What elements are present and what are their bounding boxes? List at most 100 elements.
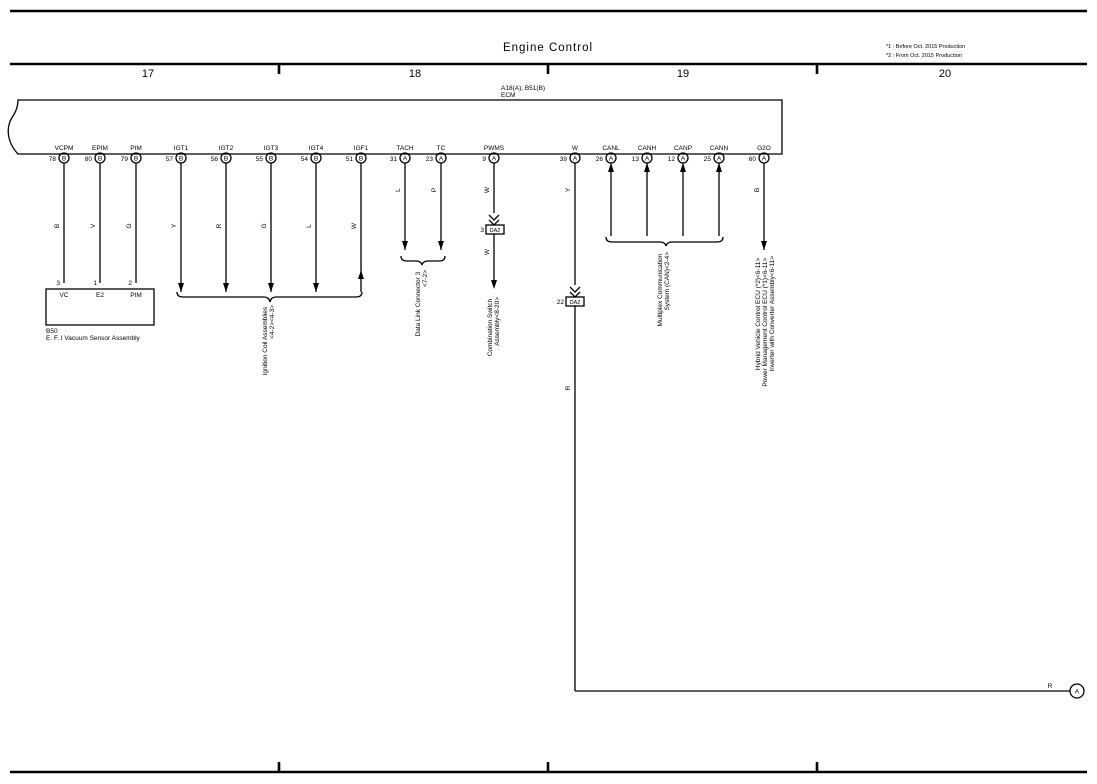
dlc-bracket	[400, 255, 446, 266]
ecm-code: A18(A), B51(B)	[501, 85, 545, 92]
ecm-pin-number: 78	[49, 156, 57, 163]
column-ticks	[277, 64, 819, 772]
vacuum-sensor-box	[45, 288, 155, 326]
ecm-pin-number: 25	[704, 156, 712, 163]
ecm-pin-number: 55	[256, 156, 264, 163]
dlc-dest-line-2: <7-2>	[422, 270, 429, 287]
column-number-18: 18	[409, 68, 421, 80]
ecm-pin-number: 79	[121, 156, 129, 163]
ecm-pin-name: W	[572, 145, 579, 152]
dlc-dest-label: Data Link Connector 3 <7-2>	[415, 270, 429, 337]
column-number-19: 19	[677, 68, 689, 80]
ecm-pin-name: IGT4	[309, 145, 324, 152]
ecm-pin-name: CANP	[674, 145, 692, 152]
sensor-pin-name-pim: PIM	[130, 292, 142, 299]
sensor-pin-num-pim: 2	[128, 280, 132, 287]
ecm-pin-number: 12	[668, 156, 676, 163]
ecm-pin-name: IGT2	[219, 145, 234, 152]
sensor-pin-name-e2: E2	[96, 292, 104, 299]
production-note-1: *1 : Before Oct. 2015 Production	[886, 44, 965, 50]
column-number-20: 20	[939, 68, 951, 80]
vacuum-sensor-code: B50	[46, 328, 58, 335]
da2-upper-splice: DA2 3 W	[480, 214, 505, 289]
ecm-pin-name: PWMS	[484, 145, 505, 152]
arrow-head	[223, 283, 229, 292]
multiplex-dest-label: Multiplex Communication System (CAN)<2-4…	[657, 252, 671, 327]
arrow-head	[608, 163, 614, 172]
ecm-pin-number: 39	[560, 156, 568, 163]
wire-color: P	[431, 188, 438, 192]
ecm-pin-number: 51	[346, 156, 354, 163]
offpage-wire-color: R	[1048, 683, 1053, 690]
ecm-pin-canh: CANH 13 A	[632, 145, 657, 236]
ecm-pin-connector: A	[645, 155, 650, 162]
ecm-pin-name: IGT1	[174, 145, 189, 152]
ecm-pin-connector: B	[98, 155, 102, 162]
ecm-pin-name: IGT3	[264, 145, 279, 152]
ecm-pin-name: CANH	[638, 145, 657, 152]
da2-upper-wire-below: W	[484, 248, 491, 255]
ecm-pin-number: 31	[390, 156, 398, 163]
ecm-pin-number: 54	[301, 156, 309, 163]
arrow-head	[268, 283, 274, 292]
arrow-head	[644, 163, 650, 172]
vacuum-sensor-name: E. F. I Vacuum Sensor Assembly	[46, 335, 141, 342]
ecm-pin-number: 13	[632, 156, 640, 163]
combination-dest-line-1: Combination Switch	[487, 298, 494, 356]
ignition-bracket	[176, 291, 363, 303]
ecm-pin-number: 60	[749, 156, 757, 163]
ecm-pin-number: 9	[482, 156, 486, 163]
multiplex-bracket	[605, 236, 724, 247]
arrow-head	[761, 241, 767, 250]
wire-color: W	[484, 186, 491, 193]
wire-color: R	[216, 223, 223, 228]
ecm-pin-name: PIM	[130, 145, 142, 152]
sensor-pin-name-vc: VC	[59, 292, 68, 299]
hybrid-dest-label: Hybrid Vehicle Control ECU (*2)<6-11> Po…	[755, 256, 776, 387]
da2-upper-label: DA2	[490, 228, 501, 234]
ecm-pin-name: CANL	[602, 145, 620, 152]
hybrid-dest-line-1: Hybrid Vehicle Control ECU (*2)<6-11>	[755, 258, 762, 370]
arrow-head	[402, 241, 408, 250]
ecm-pin-name: CANN	[710, 145, 729, 152]
ignition-dest-line-2: <4-2><4-3>	[269, 305, 276, 339]
da2-upper-pin: 3	[480, 227, 484, 234]
offpage-ref: A	[1075, 689, 1080, 696]
multiplex-dest-line-2: System (CAN)<2-4>	[664, 252, 671, 311]
ignition-dest-label: Ignition Coil Assemblies <4-2><4-3>	[262, 305, 276, 376]
ecm-pin-name: EPIM	[92, 145, 108, 152]
combination-dest-label: Combination Switch Assembly<8-20>	[487, 297, 501, 356]
ecm-pin-connector: B	[224, 155, 228, 162]
ecm-pin-connector: B	[269, 155, 273, 162]
wire-color: B	[54, 224, 61, 228]
ecm-pin-name: VCPM	[55, 145, 74, 152]
wire-color: Y	[171, 223, 178, 228]
ecm-pin-number: 57	[166, 156, 174, 163]
combination-dest-line-2: Assembly<8-20>	[494, 297, 501, 346]
ecm-name: ECM	[501, 92, 515, 99]
multiplex-dest-line-1: Multiplex Communication	[657, 253, 664, 326]
ecm-pin-number: 80	[85, 156, 93, 163]
ecm-pin-number: 23	[426, 156, 434, 163]
ecm-pin-connector: B	[314, 155, 318, 162]
hybrid-dest-line-3: Inverter with Converter Assembly<6-11>	[769, 256, 776, 372]
ecm-pin-connector: A	[762, 155, 767, 162]
ecm-pin-connector: A	[609, 155, 614, 162]
wire-color: G	[126, 223, 133, 228]
ecm-pin-connector: A	[439, 155, 444, 162]
ecm-pin-connector: B	[179, 155, 183, 162]
dlc-dest-line-1: Data Link Connector 3	[415, 271, 422, 336]
